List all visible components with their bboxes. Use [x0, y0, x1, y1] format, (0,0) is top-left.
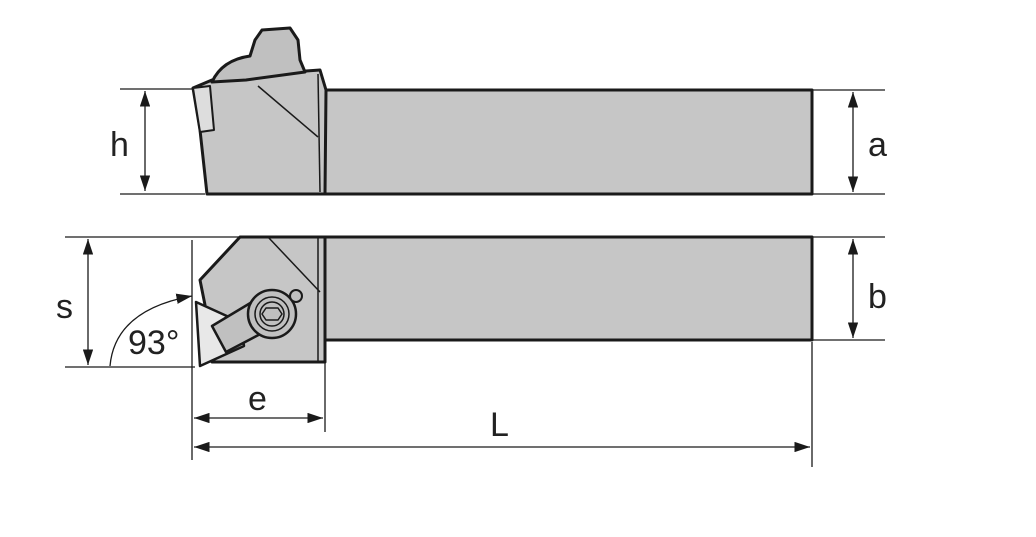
label-a: a — [868, 126, 887, 164]
label-h: h — [110, 126, 129, 164]
label-b: b — [868, 278, 887, 316]
label-s: s — [56, 288, 73, 326]
label-angle: 93° — [128, 324, 179, 362]
bottom-view — [194, 235, 814, 368]
labels: h a s b e L 93° — [56, 126, 887, 444]
extension-lines — [65, 88, 885, 467]
dimension-lines — [82, 91, 859, 453]
label-L: L — [490, 406, 509, 444]
angle-arc — [109, 293, 193, 367]
label-e: e — [248, 380, 267, 418]
top-view — [191, 26, 814, 196]
